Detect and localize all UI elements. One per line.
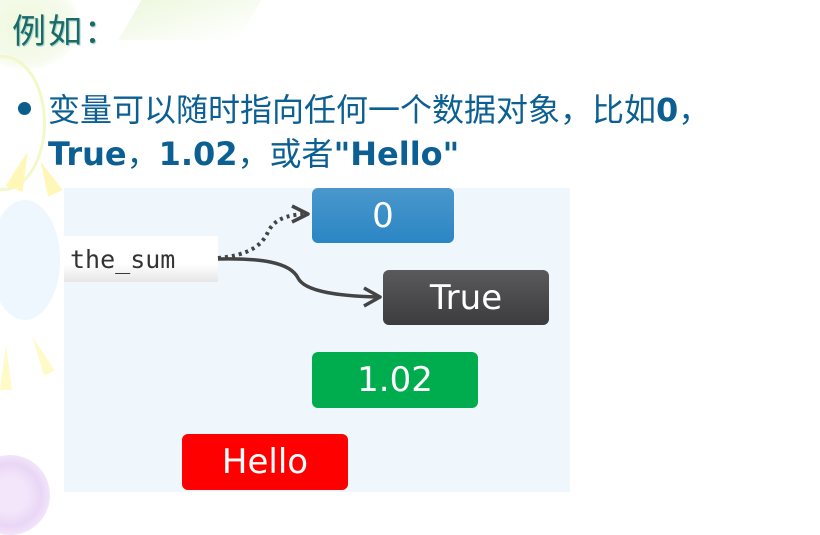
- value-box-hello: Hello: [182, 434, 348, 490]
- background-sun-ray: [27, 334, 55, 376]
- bullet-value-102: 1.02: [158, 135, 238, 173]
- value-box-0: 0: [312, 188, 454, 243]
- background-sun-ray: [0, 345, 12, 390]
- background-swirl-decoration: [0, 455, 50, 535]
- bullet-value-hello: "Hello": [333, 135, 460, 173]
- bullet-text: 变量可以随时指向任何一个数据对象，比如0，True，1.02，或者"Hello": [48, 88, 818, 176]
- bullet-value-0: 0: [656, 91, 679, 129]
- background-leaf-decoration: [118, 0, 262, 40]
- background-cloud-decoration: [0, 200, 60, 320]
- slide-title: 例如：: [12, 12, 120, 52]
- separator: ，: [126, 135, 159, 173]
- bullet-text-cn: 变量可以随时指向任何一个数据对象，比如: [48, 91, 657, 129]
- value-box-1-02: 1.02: [312, 352, 478, 408]
- bullet-dot-icon: [18, 102, 31, 115]
- bullet-item: 变量可以随时指向任何一个数据对象，比如0，True，1.02，或者"Hello": [18, 88, 818, 176]
- separator: ，或者: [237, 135, 334, 173]
- bullet-value-true: True: [48, 135, 127, 173]
- value-box-true: True: [383, 270, 549, 325]
- separator: ，: [678, 91, 711, 129]
- variable-name-box: the_sum: [64, 236, 218, 282]
